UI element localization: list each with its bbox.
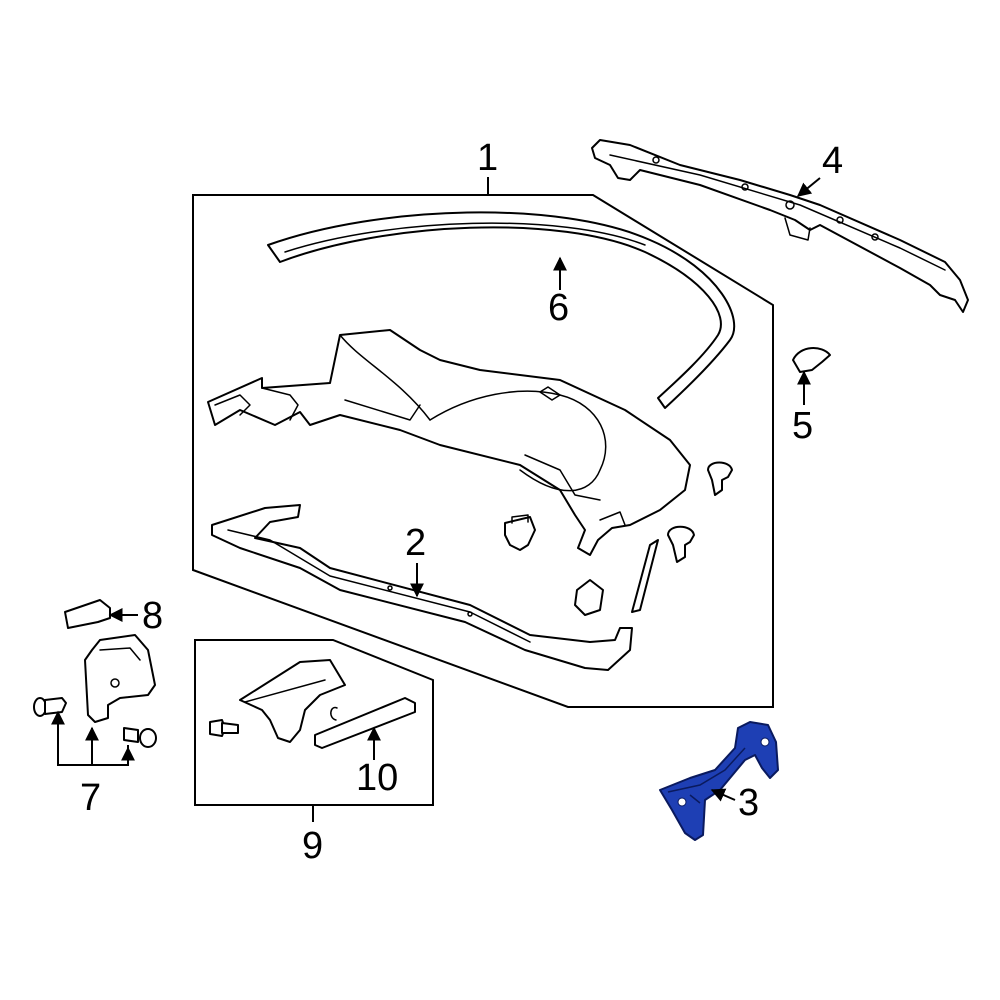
strip-10-part[interactable] [314, 697, 416, 749]
callout-9: 9 [302, 825, 323, 867]
callout-6: 6 [548, 287, 569, 329]
callout-1: 1 [477, 137, 498, 179]
callout-2: 2 [405, 522, 426, 564]
assembly-1-frame [192, 177, 774, 708]
cap-part[interactable] [792, 347, 831, 373]
callout-7: 7 [80, 777, 101, 819]
tonneau-cover-part[interactable] [207, 329, 691, 556]
assembly-9-frame [194, 639, 434, 822]
bracket-small-part[interactable] [574, 579, 604, 616]
leader-lines [51, 177, 821, 802]
support-bracket-part-highlighted[interactable] [659, 721, 779, 841]
bolt-7a-part[interactable] [33, 697, 67, 717]
clip-9-part[interactable] [330, 706, 338, 721]
push-pin-fastener-a[interactable] [707, 461, 733, 496]
callout-8: 8 [142, 595, 163, 637]
callout-3: 3 [738, 782, 759, 824]
seal-strip-part[interactable] [631, 539, 659, 613]
callout-5: 5 [792, 405, 813, 447]
weatherstrip-trim-part[interactable] [267, 211, 736, 409]
trim-panel-part[interactable] [239, 659, 346, 743]
callout-4: 4 [822, 140, 843, 182]
clip-part[interactable] [504, 514, 536, 551]
bracket-7-part[interactable] [84, 634, 156, 723]
header-rail-part[interactable] [591, 139, 969, 313]
bolt-7b-part[interactable] [123, 727, 157, 748]
screw-9-part[interactable] [209, 719, 239, 737]
push-pin-fastener-b[interactable] [667, 525, 695, 563]
callout-labels: 1 2 3 4 5 6 7 8 9 10 [80, 137, 843, 867]
callout-10: 10 [356, 757, 398, 799]
lower-rail-part[interactable] [211, 504, 633, 671]
clip-8-part[interactable] [64, 599, 111, 629]
